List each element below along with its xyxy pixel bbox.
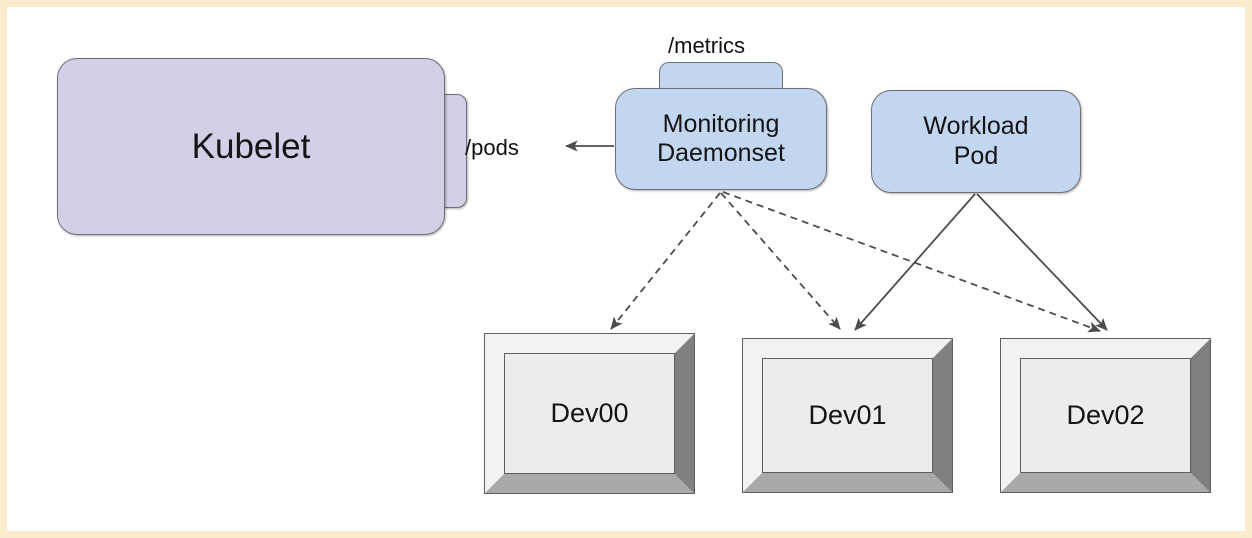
- dev02-bevel: [1000, 338, 1211, 493]
- node-dev01[interactable]: Dev01: [742, 338, 953, 493]
- node-workload-pod[interactable]: Workload Pod: [871, 90, 1081, 193]
- dev01-label: Dev01: [808, 400, 887, 430]
- node-dev00[interactable]: Dev00: [484, 333, 695, 494]
- metrics-endpoint-label: /metrics: [668, 33, 745, 58]
- dev02-label: Dev02: [1066, 400, 1145, 430]
- node-dev02[interactable]: Dev02: [1000, 338, 1211, 493]
- workload-pod-label: Workload Pod: [923, 112, 1029, 170]
- edge-daemonset-to-dev01: [720, 192, 841, 330]
- pods-endpoint-label: /pods: [465, 135, 519, 160]
- monitoring-daemonset-label: Monitoring Daemonset: [657, 109, 785, 168]
- dev00-label: Dev00: [550, 398, 629, 428]
- node-kubelet[interactable]: Kubelet: [57, 58, 445, 235]
- edge-workload-to-dev01: [854, 193, 976, 331]
- dev01-bevel: [742, 338, 953, 493]
- kubelet-label: Kubelet: [191, 126, 311, 166]
- diagram-canvas: Kubelet /pods /metrics Monitoring Daemon…: [7, 7, 1245, 531]
- node-monitoring-daemonset[interactable]: Monitoring Daemonset: [615, 88, 827, 190]
- edge-daemonset-to-dev00: [610, 192, 721, 330]
- edge-daemonset-to-dev02: [722, 191, 1101, 333]
- dev00-bevel: [484, 333, 695, 494]
- edge-workload-to-dev02: [976, 193, 1108, 331]
